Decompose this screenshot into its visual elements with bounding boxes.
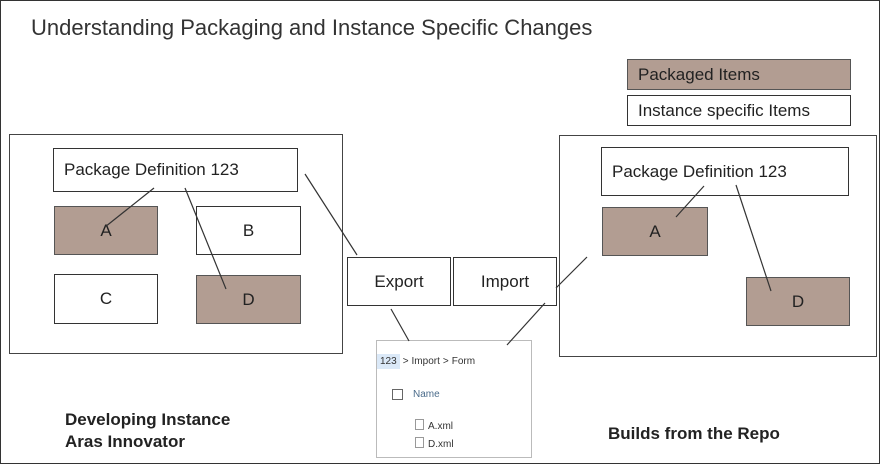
developing-instance-caption: Developing Instance Aras Innovator [65,409,230,453]
left-item-d: D [196,275,301,324]
column-header-name[interactable]: Name [413,389,440,400]
file-name: D.xml [428,439,454,450]
column-header-row: Name [392,389,440,400]
caption-line-2: Aras Innovator [65,432,185,451]
file-icon [415,437,424,448]
file-icon [415,419,424,430]
connector-pkg-export [304,173,358,256]
right-item-d: D [746,277,850,326]
legend-instance-items: Instance specific Items [627,95,851,126]
connector-pkg-a [104,187,155,228]
caption-line-1: Developing Instance [65,410,231,429]
right-item-a: A [602,207,708,256]
breadcrumb: 123 > Import > Form [377,341,531,381]
right-package-definition: Package Definition 123 [601,147,849,196]
list-item[interactable]: D.xml [415,437,454,450]
file-name: A.xml [428,421,453,432]
breadcrumb-item-import[interactable]: Import [411,355,440,367]
left-package-definition: Package Definition 123 [53,148,298,192]
builds-from-repo-caption: Builds from the Repo [608,424,780,443]
connector-right-pkg-a [675,185,705,218]
file-explorer-panel: 123 > Import > Form Name A.xml D.xml [376,340,532,458]
list-item[interactable]: A.xml [415,419,453,432]
repo-build-container [559,135,877,357]
diagram-title: Understanding Packaging and Instance Spe… [31,15,593,40]
legend-packaged-items: Packaged Items [627,59,851,90]
left-item-b: B [196,206,301,255]
left-item-a: A [54,206,158,255]
import-box: Import [453,257,557,306]
connector-pkg-d [184,187,227,290]
chevron-right-icon: > [442,355,449,367]
connector-export-explorer [390,308,410,342]
breadcrumb-item-123[interactable]: 123 [377,353,400,369]
export-box: Export [347,257,451,306]
connector-import-right [555,256,588,289]
breadcrumb-item-form[interactable]: Form [451,355,476,367]
chevron-right-icon: > [402,355,409,367]
connector-import-explorer [506,302,546,346]
developing-instance-container [9,134,343,354]
checkbox-icon[interactable] [392,389,403,400]
left-item-c: C [54,274,158,324]
connector-right-pkg-d [735,184,772,292]
